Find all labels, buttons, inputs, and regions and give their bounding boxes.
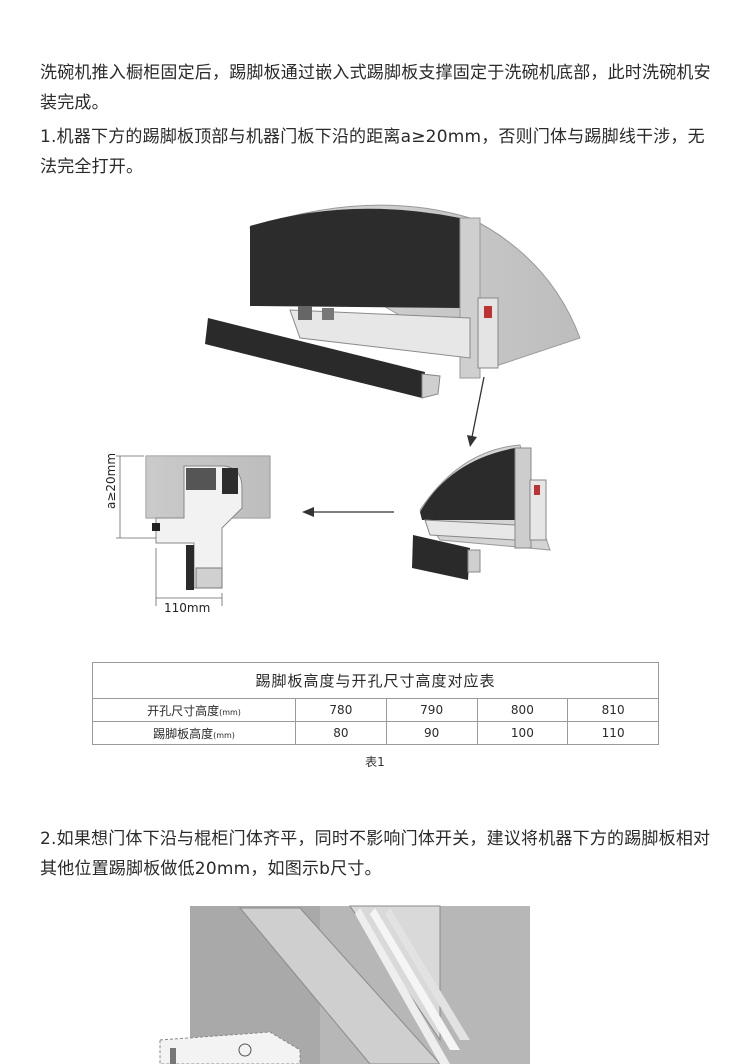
requirement-2-paragraph: 2.如果想门体下沿与棍柜门体齐平，同时不影响门体开关，建议将机器下方的踢脚板相对… xyxy=(40,829,711,879)
requirement-1-paragraph: 1.机器下方的踢脚板顶部与机器门板下沿的距离a≥20mm，否则门体与踢脚线干涉，… xyxy=(40,127,705,177)
table-cell: 100 xyxy=(476,721,569,745)
arrow-down-icon xyxy=(467,376,485,447)
row-header: 踢脚板高度(mm) xyxy=(92,721,296,745)
table-cell: 110 xyxy=(567,721,659,745)
intro-paragraph: 洗碗机推入橱柜固定后，踢脚板通过嵌入式踢脚板支撑固定于洗碗机底部，此时洗碗机安装… xyxy=(40,63,711,113)
dishwasher-door-illustration xyxy=(205,204,581,399)
table-cell: 810 xyxy=(567,698,659,722)
table-row: 开孔尺寸高度(mm) 780 790 800 810 xyxy=(92,698,659,722)
dimension-width-label: 110mm xyxy=(164,601,211,615)
dimension-a-label: a≥20mm xyxy=(104,452,119,510)
table-cell: 80 xyxy=(295,721,387,745)
table-cell: 90 xyxy=(385,721,478,745)
table-row: 踢脚板高度(mm) 80 90 100 110 xyxy=(92,721,659,745)
table-cell: 800 xyxy=(476,698,569,722)
flush-door-illustration xyxy=(159,905,530,1064)
table-caption: 表1 xyxy=(365,755,385,769)
table-title: 踢脚板高度与开孔尺寸高度对应表 xyxy=(92,662,659,699)
row-header: 开孔尺寸高度(mm) xyxy=(92,698,296,722)
section-drawing xyxy=(116,455,271,606)
table-cell: 790 xyxy=(385,698,478,722)
arrow-left-icon xyxy=(302,507,394,517)
kickplate-height-table: 踢脚板高度与开孔尺寸高度对应表 开孔尺寸高度(mm) 780 790 800 8… xyxy=(92,662,659,745)
table-cell: 780 xyxy=(295,698,387,722)
zoom-detail-illustration xyxy=(412,444,551,580)
